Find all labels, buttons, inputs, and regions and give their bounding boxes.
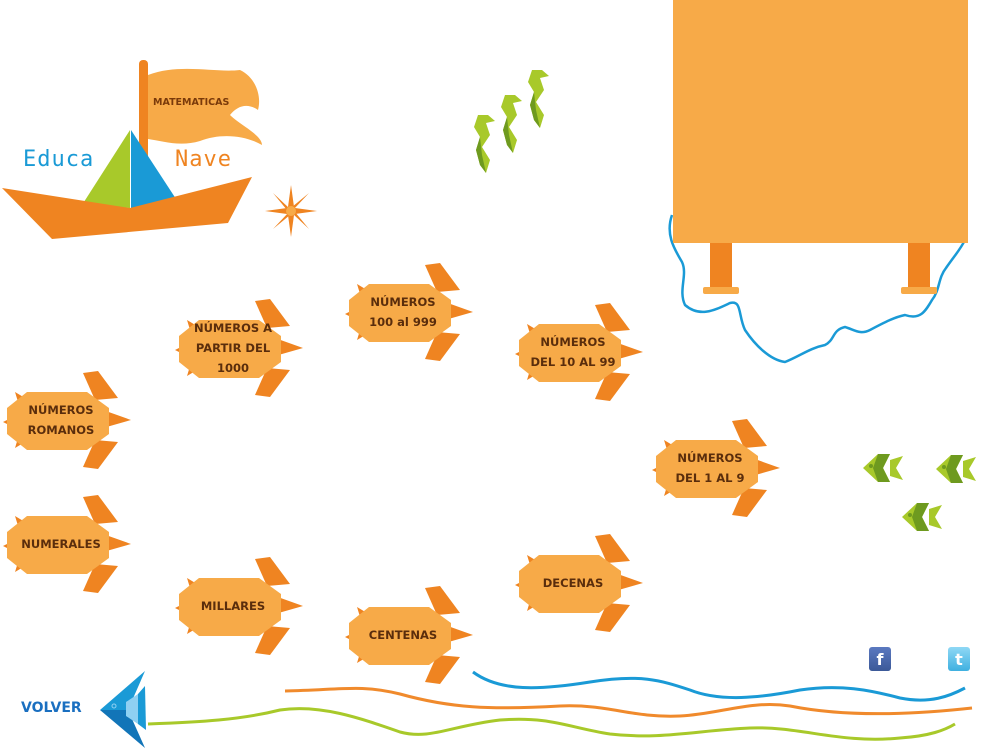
menu-item-line: CENTENAS [368, 628, 438, 642]
menu-item-line: NÚMEROS [28, 403, 94, 417]
menu-turtle-numeros-romanos[interactable]: NÚMEROS ROMANOS [3, 370, 133, 470]
menu-item-line: NÚMEROS [677, 451, 743, 465]
brand-educa: Educa [23, 147, 95, 172]
turtle-shape [345, 263, 473, 361]
menu-turtle-centenas[interactable]: CENTENAS [345, 585, 475, 685]
turtle-shape [175, 299, 303, 397]
seahorse-icon [474, 115, 495, 173]
facebook-button[interactable]: f [869, 647, 891, 671]
menu-turtle-decenas[interactable]: DECENAS [515, 533, 645, 633]
menu-item-line: DEL 10 AL 99 [530, 355, 616, 369]
flag-label: MATEMATICAS [153, 97, 230, 108]
menu-item-line: DEL 1 AL 9 [675, 471, 745, 485]
turtle-shape [3, 495, 131, 593]
menu-item-label: NÚMEROS DEL 10 AL 99 [521, 302, 625, 402]
menu-item-line: NÚMEROS [540, 335, 606, 349]
menu-item-label: NÚMEROS A PARTIR DEL 1000 [181, 298, 285, 398]
menu-item-line: 100 al 999 [369, 315, 437, 329]
menu-item-label: CENTENAS [351, 585, 455, 685]
brand-nave: Nave [175, 147, 232, 172]
menu-item-label: DECENAS [521, 533, 625, 633]
turtle-shape [345, 586, 473, 684]
turtle-shape [175, 557, 303, 655]
seahorses-decoration [474, 70, 549, 173]
twitter-icon: t [955, 649, 963, 669]
menu-item-line: MILLARES [200, 599, 266, 613]
seahorse-icon [528, 70, 549, 128]
turtle-shape [515, 303, 643, 401]
waves-decoration [147, 670, 973, 741]
menu-turtle-numeros-100-al-999[interactable]: NÚMEROS 100 al 999 [345, 262, 475, 362]
seahorse-icon [501, 95, 522, 153]
sun-star-icon [265, 185, 317, 237]
facebook-icon: f [876, 649, 884, 669]
fish-icon [936, 455, 976, 483]
board-panel [673, 0, 968, 243]
turtle-shape [3, 371, 131, 469]
menu-item-label: NUMERALES [9, 494, 113, 594]
blue-fish-arrow-icon [100, 671, 146, 748]
menu-item-label: NÚMEROS ROMANOS [9, 370, 113, 470]
menu-item-line: NÚMEROS A [193, 321, 273, 335]
fish-icon [902, 503, 942, 531]
menu-item-line: NUMERALES [21, 537, 101, 551]
menu-item-label: NÚMEROS 100 al 999 [351, 262, 455, 362]
back-button[interactable]: VOLVER [18, 668, 158, 748]
turtle-shape [515, 534, 643, 632]
island-board [668, 0, 968, 364]
back-label: VOLVER [21, 700, 82, 716]
boat-illustration [2, 60, 262, 239]
menu-item-label: MILLARES [181, 556, 285, 656]
menu-turtle-millares[interactable]: MILLARES [175, 556, 305, 656]
twitter-button[interactable]: t [948, 647, 970, 671]
menu-turtle-numeros-del-10-al-99[interactable]: NÚMEROS DEL 10 AL 99 [515, 302, 645, 402]
turtle-shape [652, 419, 780, 517]
menu-item-line: ROMANOS [27, 423, 95, 437]
logo: MATEMATICAS Educa Nave [0, 55, 320, 245]
menu-turtle-numeros-del-1-al-9[interactable]: NÚMEROS DEL 1 AL 9 [652, 418, 782, 518]
fish-icon [863, 454, 903, 482]
menu-item-line: DECENAS [542, 576, 604, 590]
menu-item-label: NÚMEROS DEL 1 AL 9 [658, 418, 762, 518]
green-fish-decoration [863, 454, 976, 531]
menu-turtle-numerales[interactable]: NUMERALES [3, 494, 133, 594]
menu-item-line: PARTIR DEL 1000 [195, 341, 271, 375]
menu-turtle-numeros-a-partir-del-1000[interactable]: NÚMEROS A PARTIR DEL 1000 [175, 298, 305, 398]
menu-item-line: NÚMEROS [370, 295, 436, 309]
